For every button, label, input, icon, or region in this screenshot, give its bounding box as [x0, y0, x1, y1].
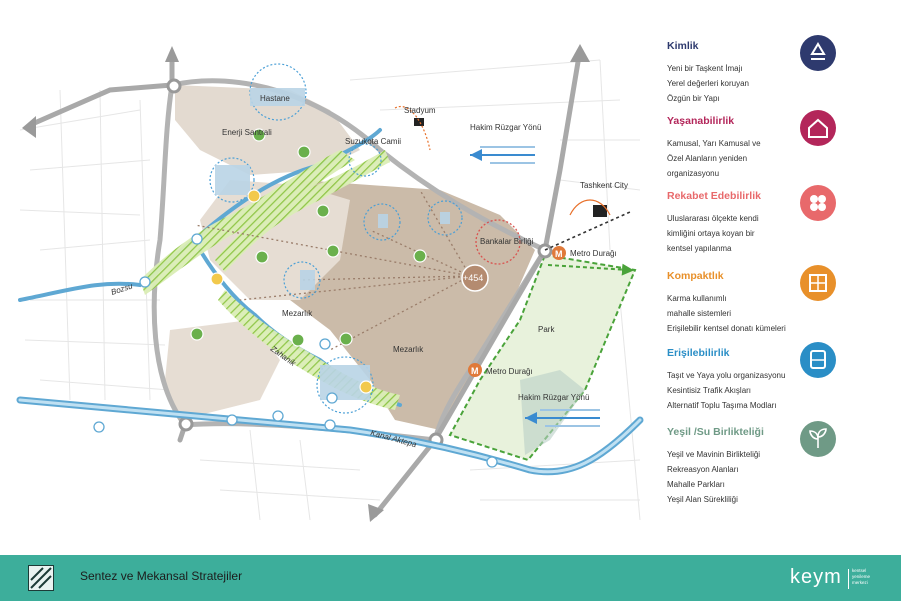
legend-line: Özel Alanların yeniden [667, 154, 748, 163]
metro-station-1-marker [552, 246, 566, 260]
strategy-legend: Kimlik Yeni bir Taşkent İmajı Yerel değe… [667, 30, 897, 550]
park-area [448, 253, 637, 462]
legend-line: organizasyonu [667, 169, 720, 178]
legend-line: Uluslararası ölçekte kendi [667, 214, 759, 223]
legend-yasanabilirlik: Yaşanabilirlik Kamusal, Yarı Kamusal ve … [667, 110, 897, 181]
label-kanal: Kanal Aktepa [369, 428, 418, 449]
stadium-arrow [394, 105, 431, 151]
stadium-icon [414, 118, 424, 126]
wind-arrowhead-2 [525, 412, 537, 424]
label-mezarlik-1: Mezarlık [282, 309, 313, 318]
brand-logo: keym [790, 566, 842, 588]
legend-line: Mahalle Parkları [667, 480, 725, 489]
label-enerji: Enerji Santrali [222, 128, 272, 137]
recycle-icon [800, 35, 836, 71]
legend-line: Kesintisiz Trafik Akışları [667, 386, 752, 395]
tashkent-arrow [569, 199, 611, 216]
green-poi-icons [190, 128, 427, 347]
house-icon [800, 110, 836, 146]
legend-line: Alternatif Toplu Taşıma Modları [667, 401, 777, 410]
street-grid [19, 59, 641, 521]
network-icon [800, 185, 836, 221]
legend-kimlik: Kimlik Yeni bir Taşkent İmajı Yerel değe… [667, 35, 897, 106]
tashkent-city-icon [593, 205, 607, 217]
label-hakim-2: Hakim Rüzgar Yönü [518, 393, 589, 402]
strategy-logo-icon [28, 565, 54, 591]
legend-line: Karma kullanımlı [667, 294, 727, 303]
legend-rekabet: Rekabet Edebilirlik Uluslararası ölçekte… [667, 185, 897, 256]
bankalar-circle [475, 219, 521, 265]
bus-icon [800, 342, 836, 378]
water-poi-icons [93, 233, 498, 468]
metro-marker-letter-1: M [555, 249, 563, 259]
label-bankalar: Bankalar Birliği [480, 237, 534, 246]
label-stadyum: Stadyum [404, 106, 436, 115]
legend-line: Yeni bir Taşkent İmajı [667, 64, 743, 73]
legend-title-yesil-su: Yeşil /Su Birlikteliği [667, 426, 764, 438]
legend-line: Erişilebilir kentsel donatı kümeleri [667, 324, 786, 333]
yellow-poi-icons [210, 189, 373, 394]
legend-line: kentsel yapılanma [667, 244, 732, 253]
footer-bar: Sentez ve Mekansal Stratejiler keym kent… [0, 555, 901, 601]
label-hakim-1: Hakim Rüzgar Yönü [470, 123, 541, 132]
legend-line: mahalle sistemleri [667, 309, 732, 318]
tashkent-link [544, 211, 631, 251]
influence-circles [209, 63, 463, 414]
legend-line: Taşıt ve Yaya yolu organizasyonu [667, 371, 786, 380]
legend-line: Rekreasyon Alanları [667, 465, 739, 474]
park-water-bits [520, 370, 585, 455]
legend-line: Özgün bir Yapı [667, 94, 720, 103]
label-metro-1: Metro Durağı [570, 249, 617, 258]
legend-title-yasanabilirlik: Yaşanabilirlik [667, 115, 735, 127]
elevation-marker [461, 264, 489, 292]
metro-marker-letter-2: M [471, 366, 479, 376]
legend-title-rekabet: Rekabet Edebilirlik [667, 190, 761, 202]
brand-sub-line: yenileme [852, 574, 871, 579]
label-suzukota: Suzukota Camii [345, 137, 401, 146]
legend-line: Kamusal, Yarı Kamusal ve [667, 139, 761, 148]
brand-separator [848, 569, 849, 589]
label-tashkent: Tashkent City [580, 181, 628, 190]
brand-sub-line: merkezi [852, 580, 868, 585]
brand-subtitle: kentsel yenileme merkezi [852, 568, 870, 586]
legend-title-kimlik: Kimlik [667, 40, 699, 52]
label-hastane: Hastane [260, 94, 290, 103]
legend-line: Yerel değerleri koruyan [667, 79, 749, 88]
compact-icon [800, 265, 836, 301]
landuse-southwest [165, 320, 280, 420]
footer-title: Sentez ve Mekansal Stratejiler [80, 569, 243, 583]
elevation-label: +454 [463, 273, 483, 283]
metro-station-2-marker [468, 363, 482, 377]
legend-yesil-su: Yeşil /Su Birlikteliği Yeşil ve Mavinin … [667, 421, 897, 507]
leaf-icon [800, 421, 836, 457]
brand-sub-line: kentsel [852, 568, 867, 573]
label-metro-2: Metro Durağı [486, 367, 533, 376]
legend-line: Yeşil Alan Sürekliliği [667, 495, 738, 504]
label-park: Park [538, 325, 555, 334]
road-arrows [22, 44, 590, 522]
wind-arrowhead-1 [470, 149, 482, 161]
legend-erisilebilirlik: Erişilebilirlik Taşıt ve Yaya yolu organ… [667, 342, 897, 413]
legend-kompaktlik: Kompaktlık Karma kullanımlı mahalle sist… [667, 265, 897, 336]
strategy-map: M M +454 Hastane Enerji Santrali Suzukot… [16, 44, 644, 522]
legend-line: Yeşil ve Mavinin Birlikteliği [667, 450, 761, 459]
legend-line: kimliğini ortaya koyan bir [667, 229, 755, 238]
legend-title-kompaktlik: Kompaktlık [667, 270, 724, 282]
legend-title-erisilebilirlik: Erişilebilirlik [667, 347, 730, 359]
label-mezarlik-2: Mezarlık [393, 345, 424, 354]
park-arrow [547, 263, 634, 276]
